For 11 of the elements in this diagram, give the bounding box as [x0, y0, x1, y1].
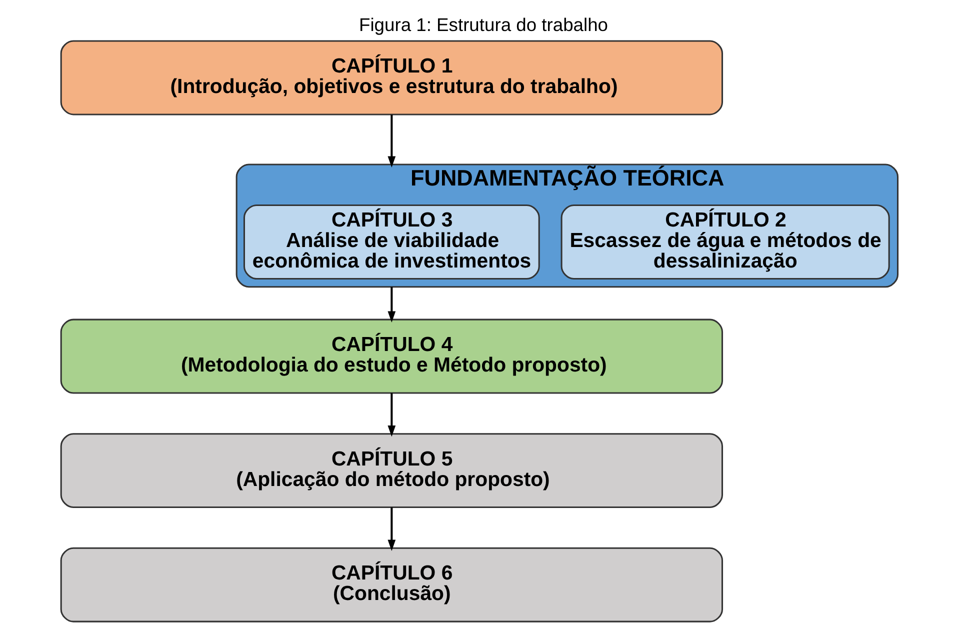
node-box: CAPÍTULO 2 Escassez de água e métodos de dessalinização: [560, 204, 890, 280]
arrow: [387, 507, 396, 552]
diagram-title: Figura 1: Estrutura do trabalho: [358, 14, 608, 36]
arrow: [387, 114, 396, 168]
node-box: CAPÍTULO 3 Análise de viabilidade econômica de investimentos: [242, 204, 540, 280]
arrow: [387, 393, 396, 437]
node-box: CAPÍTULO 4 (Metodologia do estudo e Método proposto): [60, 318, 723, 394]
node-box: CAPÍTULO 1 (Introdução, objetivos e estrutura do trabalho): [60, 40, 723, 116]
node-box: CAPÍTULO 6 (Conclusão): [60, 547, 723, 622]
node-box: CAPÍTULO 5 (Aplicação do método proposto): [60, 433, 723, 508]
arrow: [387, 286, 396, 322]
